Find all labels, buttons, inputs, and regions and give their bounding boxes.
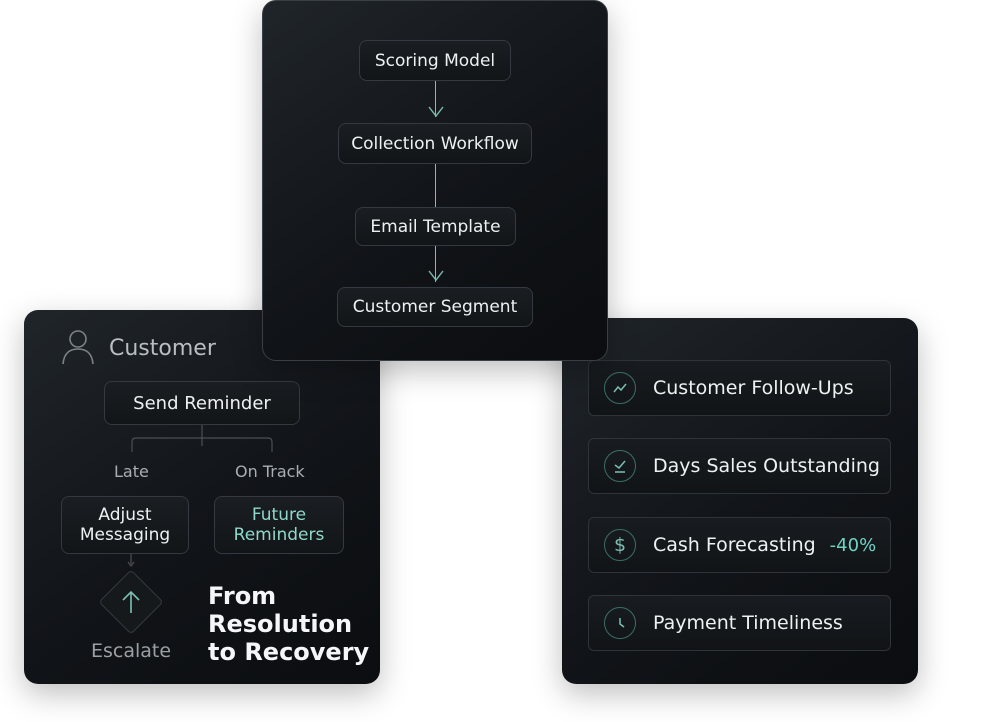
metrics-card: Customer Follow-Ups Days Sales Outstandi… (562, 318, 918, 684)
arrow-up-icon (119, 588, 143, 620)
branch-connector (127, 425, 273, 567)
flow-step-customer-segment[interactable]: Customer Segment (337, 287, 533, 327)
tagline-line-3: to Recovery (208, 638, 370, 666)
metric-row-follow-ups[interactable]: Customer Follow-Ups (588, 360, 891, 416)
trend-up-icon (604, 372, 636, 404)
clock-icon (604, 607, 636, 639)
customer-header: Customer (109, 336, 216, 361)
tagline: From Resolution to Recovery (208, 582, 369, 666)
metric-row-payment-timeliness[interactable]: Payment Timeliness (588, 595, 891, 651)
metric-row-dso[interactable]: Days Sales Outstanding (588, 438, 891, 494)
arrow-down-icon (428, 270, 444, 282)
check-icon (604, 450, 636, 482)
pipeline-card: Scoring Model Collection Workflow Email … (262, 0, 608, 361)
branch-label-late: Late (114, 462, 149, 481)
metric-label: Payment Timeliness (653, 612, 843, 634)
tagline-line-1: From (208, 582, 277, 610)
metric-row-cash-forecasting[interactable]: $ Cash Forecasting -40% (588, 517, 891, 573)
adjust-messaging-node[interactable]: Adjust Messaging (61, 496, 189, 554)
escalate-label: Escalate (91, 640, 172, 662)
metric-label: Customer Follow-Ups (653, 377, 854, 399)
user-icon (60, 328, 96, 370)
branch-label-on-track: On Track (235, 462, 305, 481)
metric-delta: -40% (829, 534, 877, 556)
flow-connector (435, 164, 436, 207)
arrow-down-icon (428, 106, 444, 118)
tagline-line-2: Resolution (208, 610, 353, 638)
flow-connector (435, 81, 436, 117)
flow-step-scoring-model[interactable]: Scoring Model (359, 40, 511, 81)
metric-label: Cash Forecasting (653, 534, 816, 556)
future-reminders-node[interactable]: Future Reminders (214, 496, 344, 554)
flow-step-collection-workflow[interactable]: Collection Workflow (338, 123, 532, 164)
flow-step-email-template[interactable]: Email Template (355, 207, 516, 246)
dollar-icon: $ (604, 529, 636, 561)
send-reminder-node[interactable]: Send Reminder (104, 381, 300, 425)
flow-connector (435, 246, 436, 282)
customer-flow-card: Customer Send Reminder Late On Track Adj… (24, 310, 380, 684)
metric-label: Days Sales Outstanding (653, 455, 880, 477)
